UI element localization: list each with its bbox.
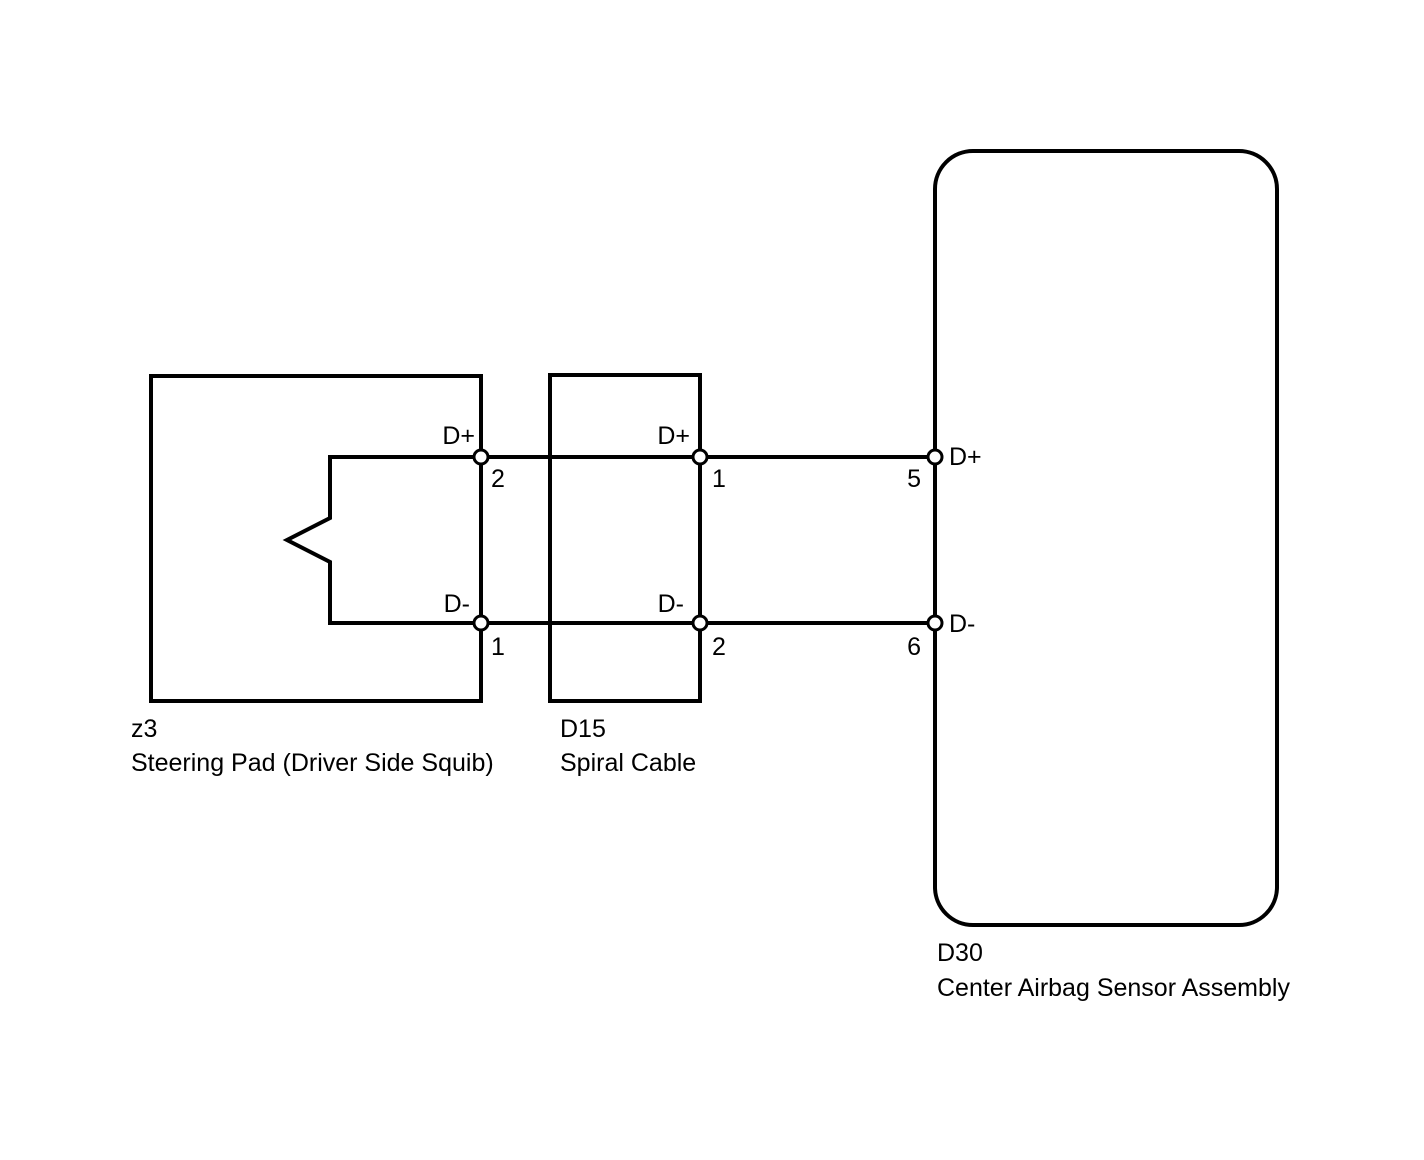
- d15-dminus-pin: 2: [712, 633, 726, 661]
- terminal-z3-dplus: [472, 448, 490, 466]
- spiral-cable-name: Spiral Cable: [560, 749, 696, 777]
- z3-dplus-signal: D+: [442, 422, 475, 450]
- steering-pad-name: Steering Pad (Driver Side Squib): [131, 749, 494, 777]
- d30-dminus-pin: 6: [907, 633, 921, 661]
- airbag-sensor-code: D30: [937, 939, 983, 967]
- z3-dminus-pin: 1: [491, 633, 505, 661]
- d15-dplus-signal: D+: [657, 422, 690, 450]
- steering-pad-code: z3: [131, 715, 157, 743]
- terminal-d30-dminus: [926, 614, 944, 632]
- d30-dplus-pin: 5: [907, 465, 921, 493]
- z3-dplus-pin: 2: [491, 465, 505, 493]
- airbag-sensor-box: [933, 149, 1279, 927]
- terminal-d30-dplus: [926, 448, 944, 466]
- d30-dminus-signal: D-: [949, 610, 975, 638]
- squib-element: [282, 455, 481, 625]
- d15-dplus-pin: 1: [712, 465, 726, 493]
- airbag-sensor-name: Center Airbag Sensor Assembly: [937, 974, 1290, 1002]
- d15-dminus-signal: D-: [658, 590, 684, 618]
- terminal-d15-dminus: [691, 614, 709, 632]
- steering-pad-box: [149, 374, 483, 703]
- terminal-d15-dplus: [691, 448, 709, 466]
- spiral-cable-box: [548, 373, 702, 703]
- d30-dplus-signal: D+: [949, 443, 982, 471]
- z3-dminus-signal: D-: [444, 590, 470, 618]
- terminal-z3-dminus: [472, 614, 490, 632]
- spiral-cable-code: D15: [560, 715, 606, 743]
